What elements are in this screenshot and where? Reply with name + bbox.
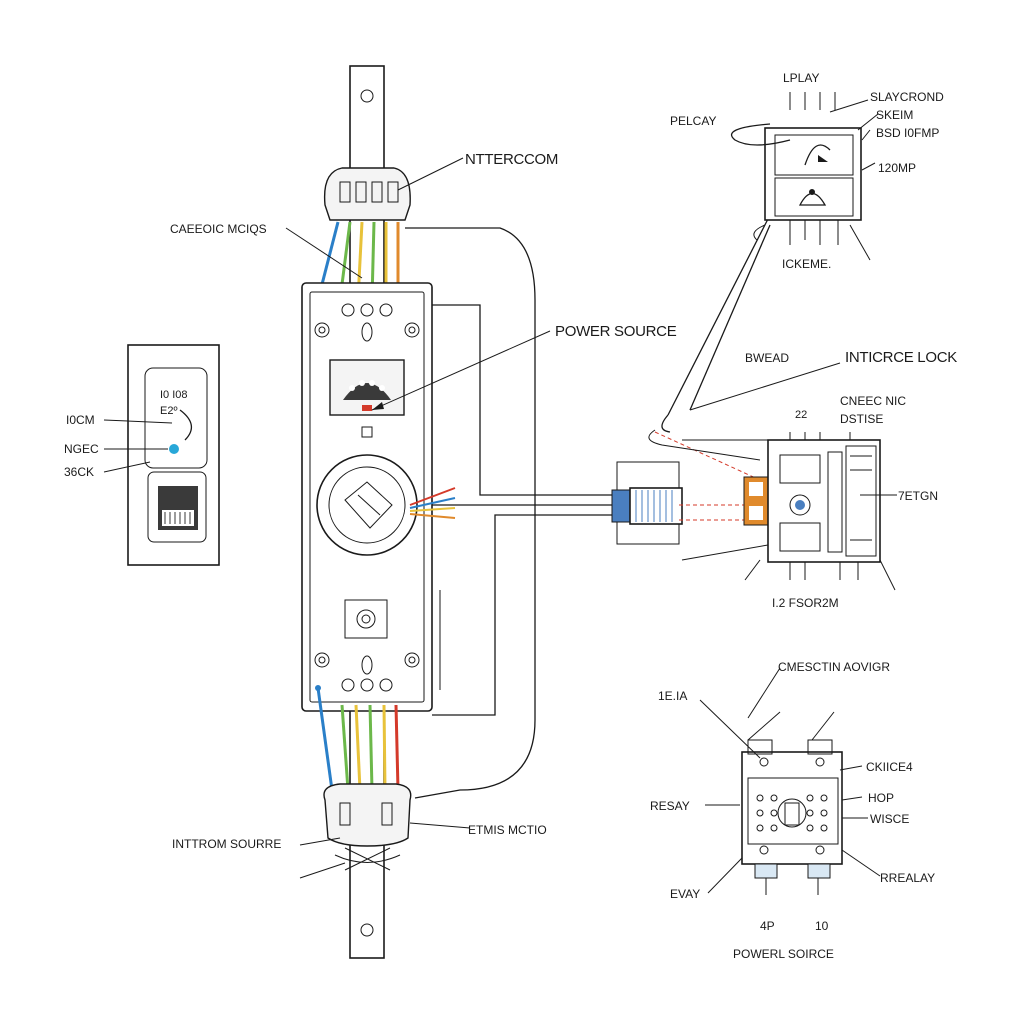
- relay-top: [764, 127, 862, 221]
- label-sor2m: I.2 FSOR2M: [772, 596, 839, 610]
- label-powerl-source: POWERL SOIRCE: [733, 947, 834, 961]
- label-120mp: 120MP: [878, 161, 916, 175]
- label-bwead: BWEAD: [745, 351, 789, 365]
- label-ngec: NGEC: [64, 442, 99, 456]
- label-cneec-nic: CNEEC NIC: [840, 394, 906, 408]
- label-intercre-lock: INTICRCE LOCK: [845, 349, 957, 366]
- label-skeim: SKEIM: [876, 108, 913, 122]
- rail-hole-bottom: [360, 923, 374, 937]
- left-panel-readout-top: I0 I08: [160, 389, 188, 401]
- label-small-22: 22: [795, 409, 807, 421]
- relay-bottom: [741, 739, 843, 879]
- feed-wire-lower: [432, 514, 612, 716]
- middle-connector: [611, 461, 683, 545]
- intercom-main-unit: [301, 282, 433, 712]
- label-cmesctin: CMESCTIN AOVIGR: [778, 660, 890, 674]
- bottom-wire-bundle: [315, 685, 400, 791]
- label-jocm: I0CM: [66, 413, 95, 427]
- label-10: 10: [815, 919, 829, 933]
- label-resay: RESAY: [650, 799, 690, 813]
- label-lplay: LPLAY: [783, 71, 819, 85]
- label-power-source-mid: POWER SOURCE: [555, 323, 677, 340]
- label-1eia: 1E.IA: [658, 689, 687, 703]
- label-cable-magic: CAEEOIC MCIQS: [170, 222, 267, 236]
- label-pelcay: PELCAY: [670, 114, 716, 128]
- round-module-wires: [409, 487, 456, 519]
- label-ickeme: ICKEME.: [782, 257, 831, 271]
- label-etmis-motio: ETMIS MCTIO: [468, 823, 547, 837]
- label-slaycrond: SLAYCROND: [870, 90, 944, 104]
- rail-hole-top: [360, 89, 374, 103]
- label-introm-source: INTTROM SOURRE: [172, 837, 281, 851]
- intercom-lock-module: [743, 439, 881, 563]
- label-36ck: 36CK: [64, 465, 94, 479]
- loop-wire: [405, 227, 536, 799]
- label-rrealay: RREALAY: [880, 871, 935, 885]
- label-4p: 4P: [760, 919, 775, 933]
- label-7etgn: 7ETGN: [898, 489, 938, 503]
- label-ckiice4: CKIICE4: [866, 760, 913, 774]
- label-wisce: WISCE: [870, 812, 909, 826]
- label-hop: HOP: [868, 791, 894, 805]
- left-panel-readout-mid: E2º: [160, 405, 177, 417]
- feed-wire-upper: [432, 304, 612, 496]
- left-wall-panel: [127, 344, 220, 566]
- indicator-light: [169, 444, 179, 454]
- label-dstise: DSTISE: [840, 412, 883, 426]
- bottom-clamp: [323, 783, 412, 871]
- label-evay: EVAY: [670, 887, 700, 901]
- label-intercom: NTTERCCOM: [465, 151, 558, 168]
- top-clamp: [323, 167, 411, 221]
- label-bsd: BSD I0FMP: [876, 126, 939, 140]
